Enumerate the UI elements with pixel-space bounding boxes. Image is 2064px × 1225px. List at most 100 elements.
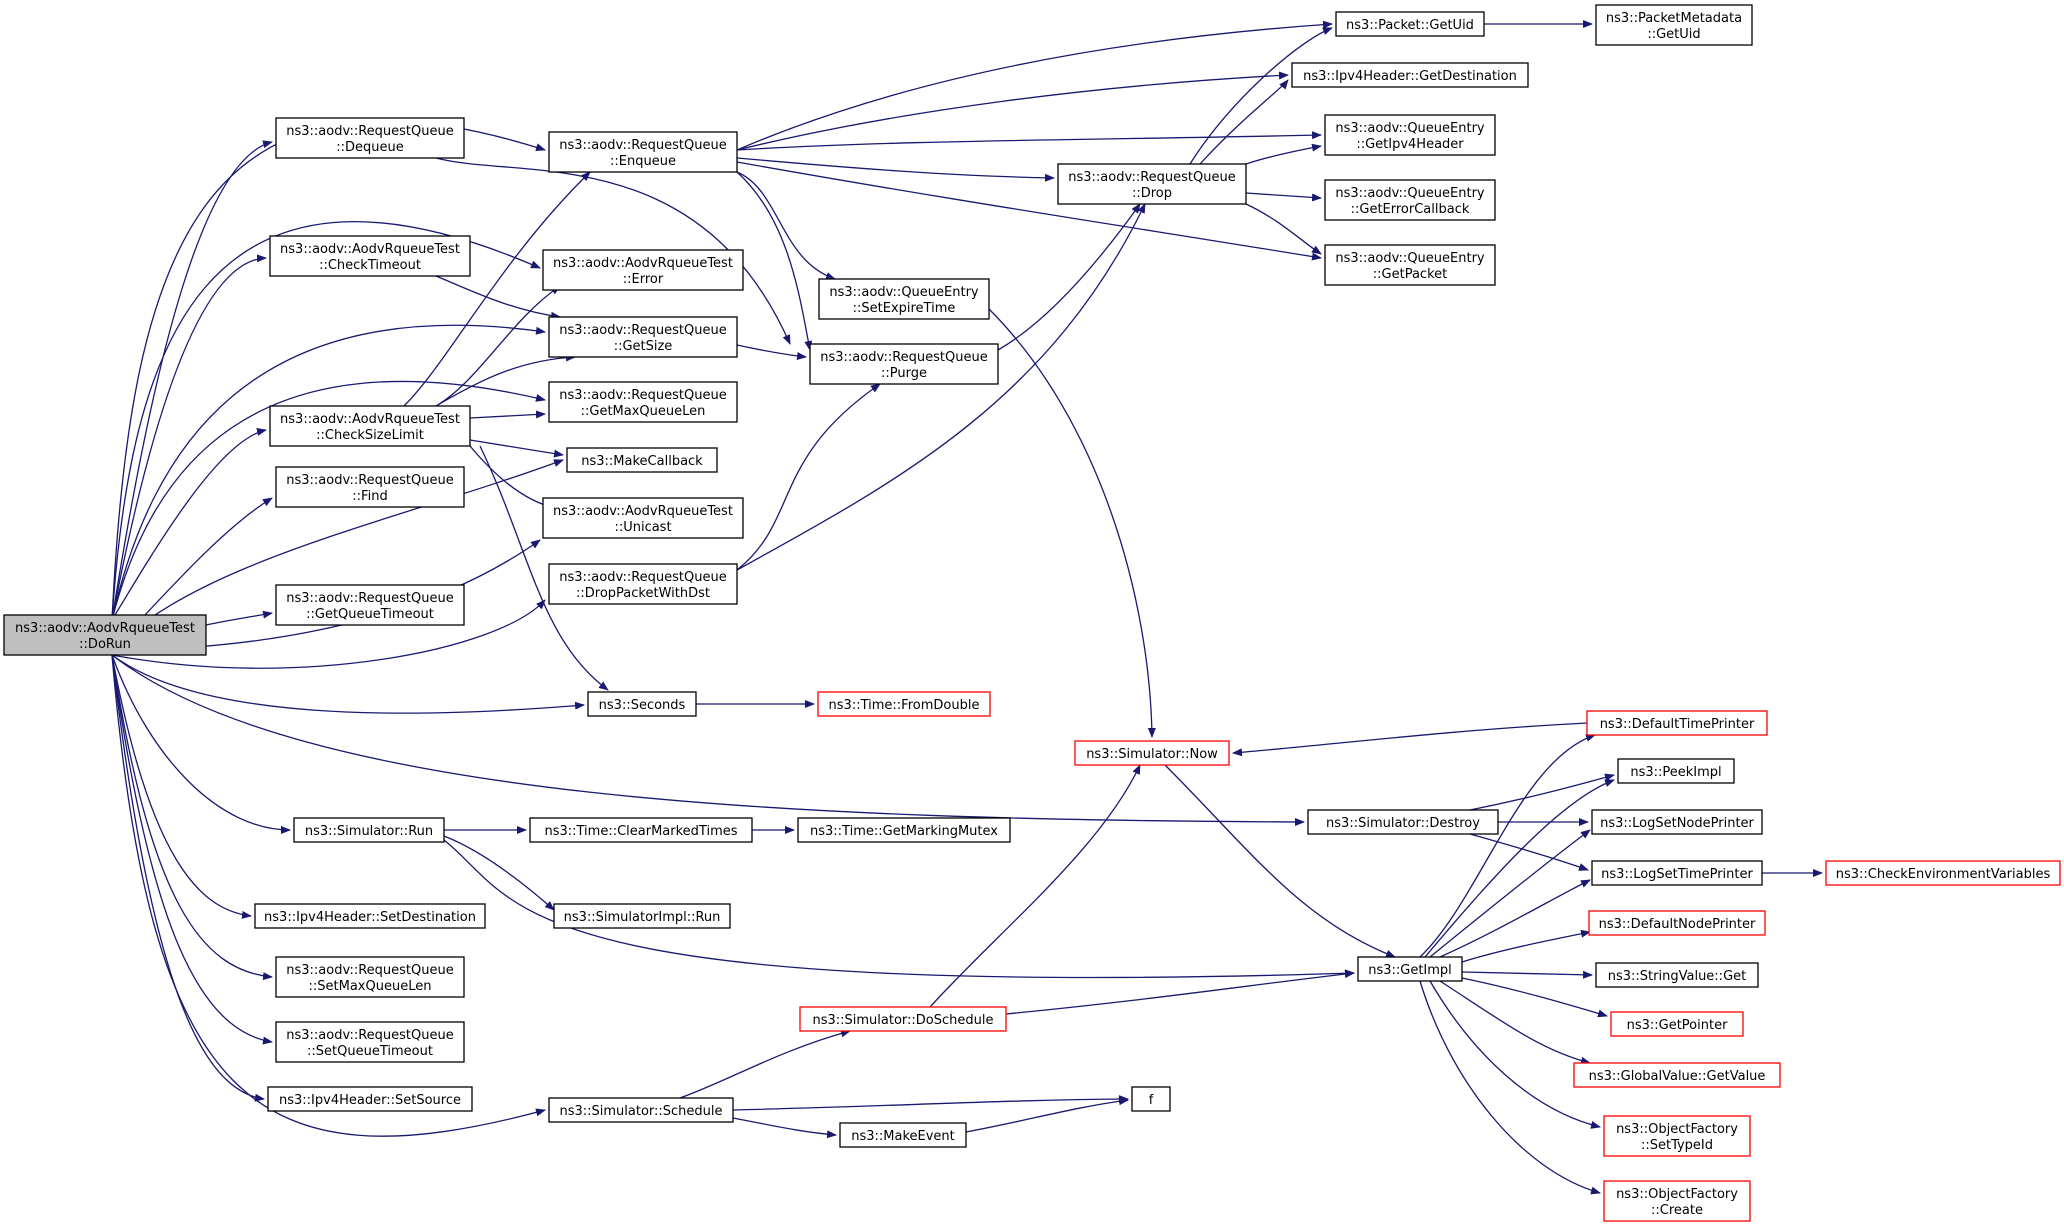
node-pm-getuid[interactable]: ns3::PacketMetadata ::GetUid (1595, 4, 1753, 46)
node-time-getmarkingmutex[interactable]: ns3::Time::GetMarkingMutex (797, 817, 1011, 843)
node-sim-schedule[interactable]: ns3::Simulator::Schedule (548, 1097, 734, 1123)
node-label-line: ns3::PeekImpl (1630, 765, 1721, 780)
node-label-line: ns3::Simulator::Destroy (1326, 816, 1480, 831)
node-label-line: ::Drop (1132, 186, 1172, 201)
node-label-line: ::GetUid (1647, 27, 1700, 42)
node-rq-getqueuetimeout[interactable]: ns3::aodv::RequestQueue ::GetQueueTimeou… (275, 584, 465, 626)
call-edge (1245, 192, 1322, 202)
node-time-fromdouble[interactable]: ns3::Time::FromDouble (817, 691, 991, 717)
node-globalvalue-getvalue[interactable]: ns3::GlobalValue::GetValue (1573, 1062, 1781, 1088)
node-label-line: ::SetExpireTime (853, 301, 956, 316)
call-edge (1439, 980, 1591, 1065)
call-edge (111, 654, 546, 1137)
call-edge (997, 203, 1141, 351)
node-makeevent[interactable]: ns3::MakeEvent (839, 1122, 967, 1148)
node-label-line: ns3::CheckEnvironmentVariables (1836, 867, 2051, 882)
call-edge (736, 131, 1322, 151)
call-edge (1461, 977, 1608, 1018)
call-edge (111, 654, 252, 919)
call-edge (111, 654, 291, 834)
node-label-line: ns3::Time::GetMarkingMutex (810, 824, 998, 839)
node-rq-setmaxqueuelen[interactable]: ns3::aodv::RequestQueue ::SetMaxQueueLen (275, 956, 465, 998)
call-edge (111, 140, 273, 621)
node-label-line: ns3::aodv::RequestQueue (559, 570, 726, 585)
node-rq-getsize[interactable]: ns3::aodv::RequestQueue ::GetSize (548, 316, 738, 358)
node-label-line: ::GetSize (614, 339, 673, 354)
call-edge (435, 353, 576, 407)
node-qe-getipv4header[interactable]: ns3::aodv::QueueEntry ::GetIpv4Header (1324, 114, 1496, 156)
node-sim-destroy[interactable]: ns3::Simulator::Destroy (1307, 809, 1499, 835)
call-edge (435, 275, 561, 320)
node-ipv4-getdestination[interactable]: ns3::Ipv4Header::GetDestination (1291, 62, 1529, 88)
node-label-line: ns3::DefaultNodePrinter (1599, 917, 1756, 932)
node-label-line: f (1149, 1093, 1154, 1108)
node-getimpl[interactable]: ns3::GetImpl (1357, 956, 1463, 982)
node-checkenvvars[interactable]: ns3::CheckEnvironmentVariables (1825, 860, 2061, 886)
node-makecallback[interactable]: ns3::MakeCallback (566, 447, 718, 473)
node-peekimpl[interactable]: ns3::PeekImpl (1617, 758, 1735, 784)
node-sim-now[interactable]: ns3::Simulator::Now (1074, 740, 1230, 766)
node-rq-droppacketwithdst[interactable]: ns3::aodv::RequestQueue ::DropPacketWith… (548, 563, 738, 605)
node-logsetnodeprinter[interactable]: ns3::LogSetNodePrinter (1591, 809, 1763, 835)
call-edge (736, 171, 813, 351)
node-qe-geterrorcallback[interactable]: ns3::aodv::QueueEntry ::GetErrorCallback (1324, 179, 1496, 221)
node-label-line: ns3::StringValue::Get (1608, 969, 1746, 984)
call-edge (736, 161, 1322, 261)
node-rq-find[interactable]: ns3::aodv::RequestQueue ::Find (275, 466, 465, 508)
node-time-clearmarkedtimes[interactable]: ns3::Time::ClearMarkedTimes (529, 817, 753, 843)
node-packet-getuid[interactable]: ns3::Packet::GetUid (1335, 11, 1485, 37)
node-rq-setqueuetimeout[interactable]: ns3::aodv::RequestQueue ::SetQueueTimeou… (275, 1021, 465, 1063)
node-rq-dequeue[interactable]: ns3::aodv::RequestQueue ::Dequeue (275, 117, 465, 159)
node-qe-getpacket[interactable]: ns3::aodv::QueueEntry ::GetPacket (1324, 244, 1496, 286)
node-sim-doschedule[interactable]: ns3::Simulator::DoSchedule (799, 1006, 1007, 1032)
node-label-line: ::GetIpv4Header (1356, 137, 1464, 152)
node-sim-run[interactable]: ns3::Simulator::Run (293, 817, 445, 843)
node-label-line: ns3::Simulator::Run (305, 824, 433, 839)
call-edge (469, 410, 546, 419)
call-edge (1429, 829, 1591, 958)
node-check-sizelimit[interactable]: ns3::aodv::AodvRqueueTest ::CheckSizeLim… (269, 405, 471, 447)
call-edge (1419, 980, 1601, 1195)
node-logsettimeprinter[interactable]: ns3::LogSetTimePrinter (1591, 860, 1763, 886)
node-label-line: ::Create (1651, 1203, 1703, 1218)
node-rq-drop[interactable]: ns3::aodv::RequestQueue ::Drop (1057, 163, 1247, 205)
node-check-timeout[interactable]: ns3::aodv::AodvRqueueTest ::CheckTimeout (269, 235, 471, 277)
node-test-unicast[interactable]: ns3::aodv::AodvRqueueTest ::Unicast (542, 497, 744, 539)
node-simimpl-run[interactable]: ns3::SimulatorImpl::Run (553, 903, 731, 929)
node-label-line: ns3::Time::ClearMarkedTimes (544, 824, 737, 839)
node-ipv4-setsource[interactable]: ns3::Ipv4Header::SetSource (267, 1086, 473, 1112)
node-ipv4-setdestination[interactable]: ns3::Ipv4Header::SetDestination (254, 903, 486, 929)
node-qe-setexpiretime[interactable]: ns3::aodv::QueueEntry ::SetExpireTime (818, 278, 990, 320)
node-seconds[interactable]: ns3::Seconds (587, 691, 697, 717)
node-rq-getmaxqueuelen[interactable]: ns3::aodv::RequestQueue ::GetMaxQueueLen (548, 381, 738, 423)
call-edge (205, 610, 273, 626)
node-rq-enqueue[interactable]: ns3::aodv::RequestQueue ::Enqueue (548, 131, 738, 173)
node-label-line: ns3::Simulator::Schedule (559, 1104, 722, 1119)
node-of-create[interactable]: ns3::ObjectFactory ::Create (1603, 1180, 1751, 1222)
node-defaulttimeprinter[interactable]: ns3::DefaultTimePrinter (1586, 710, 1768, 736)
call-edge (1461, 929, 1591, 963)
node-stringvalue-get[interactable]: ns3::StringValue::Get (1595, 962, 1759, 988)
node-dorun[interactable]: ns3::aodv::AodvRqueueTest ::DoRun (3, 614, 207, 656)
node-label-line: ::GetQueueTimeout (306, 607, 434, 622)
call-edge (736, 157, 1055, 182)
node-rq-purge[interactable]: ns3::aodv::RequestQueue ::Purge (809, 343, 999, 385)
node-test-error[interactable]: ns3::aodv::AodvRqueueTest ::Error (542, 249, 744, 291)
call-edge (965, 1097, 1129, 1133)
node-getpointer[interactable]: ns3::GetPointer (1610, 1011, 1744, 1037)
call-edge (736, 71, 1289, 151)
node-label-line: ns3::ObjectFactory (1616, 1187, 1738, 1202)
node-label-line: ::Unicast (614, 520, 671, 535)
node-f[interactable]: f (1131, 1086, 1171, 1112)
call-edge (736, 344, 807, 360)
node-label-line: ns3::aodv::QueueEntry (1335, 121, 1485, 136)
node-defaultnodeprinter[interactable]: ns3::DefaultNodePrinter (1588, 910, 1766, 936)
node-label-line: ns3::Seconds (599, 698, 686, 713)
node-label-line: ns3::aodv::AodvRqueueTest (280, 242, 460, 257)
call-edge (1469, 833, 1589, 871)
call-edge (111, 654, 1305, 826)
node-of-settypeid[interactable]: ns3::ObjectFactory ::SetTypeId (1603, 1115, 1751, 1157)
node-label-line: ns3::aodv::AodvRqueueTest (553, 256, 733, 271)
node-label-line: ns3::aodv::QueueEntry (829, 285, 979, 300)
